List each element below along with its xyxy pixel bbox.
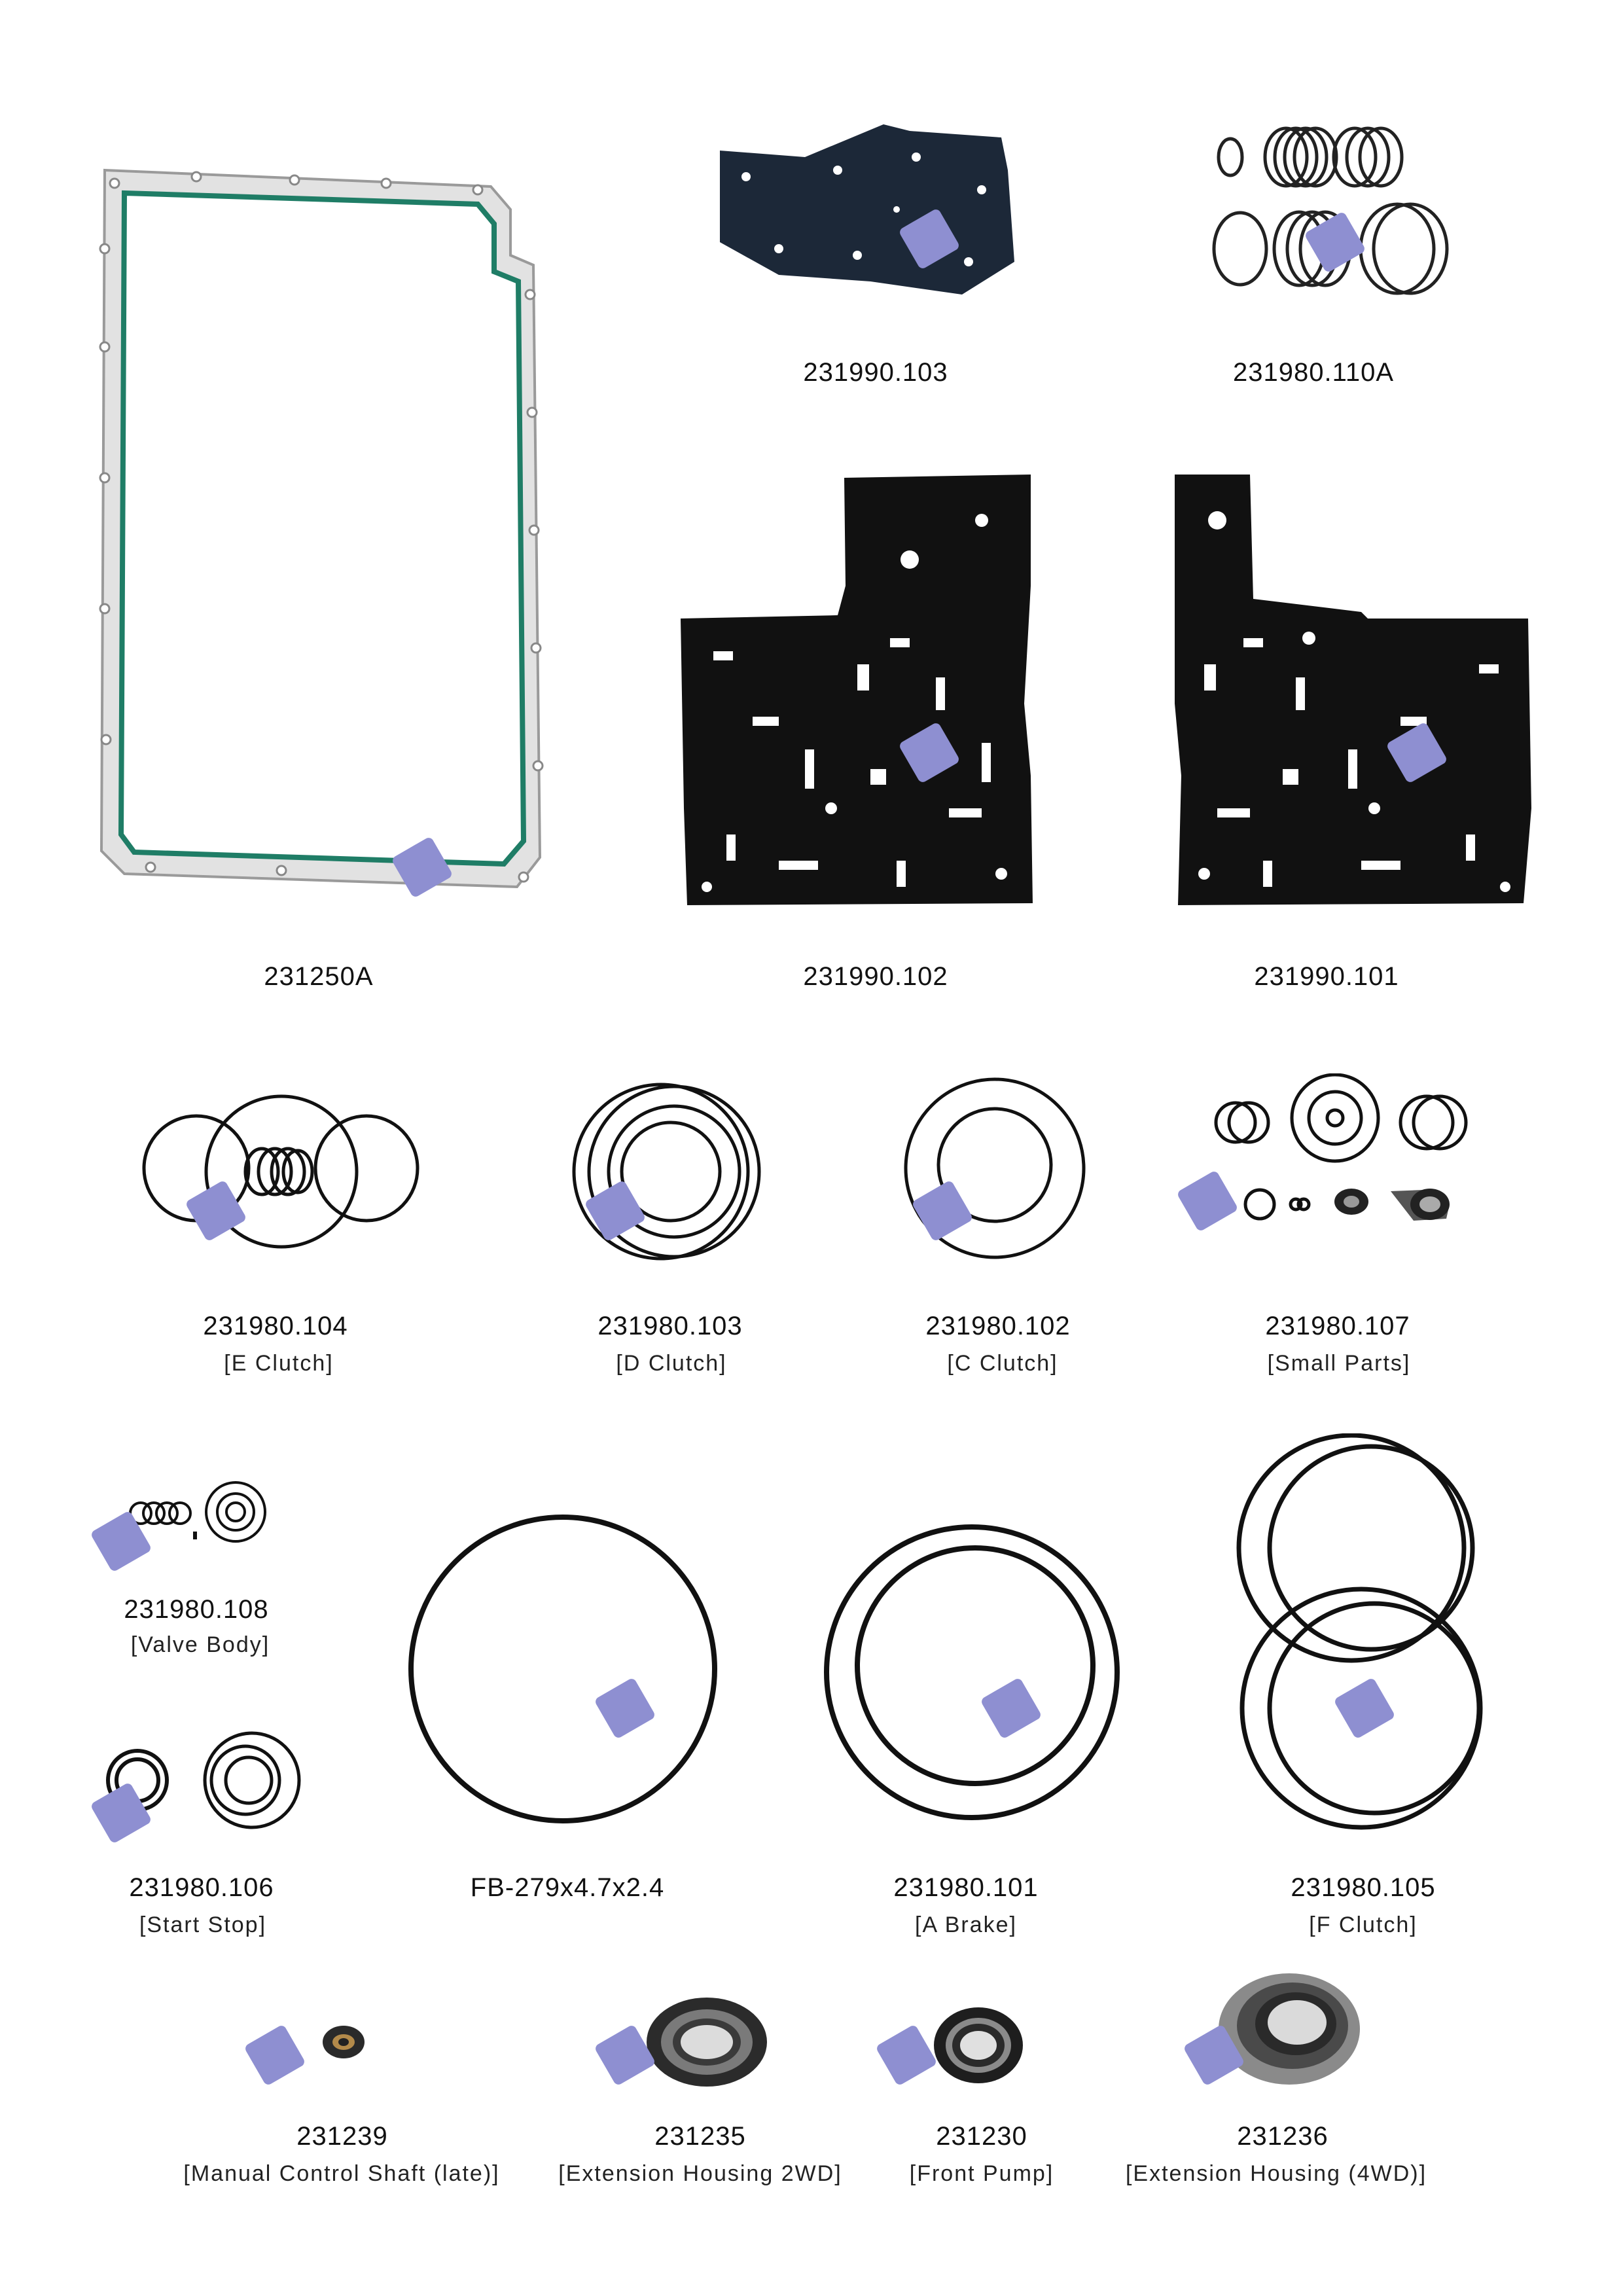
stk-logo-icon [187,1181,245,1240]
part-code-231980-107: 231980.107 [1265,1312,1410,1340]
stk-logo-icon [1185,2026,1243,2085]
part-desc-d-clutch: [D Clutch] [616,1351,727,1376]
part-code-231980-102: 231980.102 [925,1312,1071,1340]
front-pump-seal-image [934,2007,1023,2083]
a-brake-rings-image [824,1524,1120,1820]
part-desc-extension-housing-2wd: [Extension Housing 2WD] [558,2161,842,2186]
part-code-231980-108: 231980.108 [124,1595,269,1624]
part-code-231235: 231235 [654,2122,746,2151]
small-parts-set-image [1214,1073,1468,1221]
valve-body-rings-image [129,1481,266,1543]
part-desc-front-pump: [Front Pump] [909,2161,1054,2186]
part-code-231230: 231230 [936,2122,1027,2151]
part-code-231990-102: 231990.102 [803,962,948,991]
part-code-231980-105: 231980.105 [1291,1873,1436,1902]
stk-logo-icon [1306,213,1364,272]
part-code-231980-106: 231980.106 [129,1873,274,1902]
stk-logo-icon [982,1679,1041,1738]
part-code-231990-103: 231990.103 [803,358,948,387]
valve-body-gasket-right-image [1175,475,1531,905]
stk-logo-icon [1178,1172,1237,1230]
stk-logo-icon [245,2026,304,2085]
start-stop-rings-image [106,1731,301,1829]
cover-gasket-image [720,124,1014,295]
stk-logo-icon [586,1181,645,1240]
d-clutch-rings-image [572,1083,761,1261]
stk-logo-icon [877,2026,936,2085]
stk-logo-icon [900,209,959,268]
part-desc-valve-body: [Valve Body] [130,1632,270,1657]
stk-logo-icon [900,723,959,782]
part-desc-manual-control-shaft: [Manual Control Shaft (late)] [183,2161,500,2186]
e-clutch-rings-image [142,1094,419,1249]
stk-logo-icon [596,1679,654,1738]
stk-logo-icon [393,838,452,897]
part-desc-e-clutch: [E Clutch] [224,1351,334,1376]
part-desc-extension-housing-4wd: [Extension Housing (4WD)] [1125,2161,1427,2186]
extension-housing-4wd-seal-image [1219,1973,1360,2085]
oil-pan-gasket-image [99,168,544,889]
part-desc-start-stop: [Start Stop] [139,1912,267,1937]
valve-body-gasket-left-image [681,475,1033,905]
part-code-231250A: 231250A [264,962,374,991]
part-code-fb-279: FB-279x4.7x2.4 [470,1873,665,1902]
part-code-231980-101: 231980.101 [893,1873,1039,1902]
part-code-231239: 231239 [296,2122,388,2151]
part-desc-a-brake: [A Brake] [915,1912,1017,1937]
manual-shaft-seal-image [323,2026,365,2058]
stk-logo-icon [1335,1679,1394,1738]
f-clutch-rings-image [1236,1433,1483,1830]
part-code-231980-104: 231980.104 [203,1312,348,1340]
part-code-231980-103: 231980.103 [597,1312,743,1340]
part-code-231990-101: 231990.101 [1254,962,1399,991]
part-desc-small-parts: [Small Parts] [1267,1351,1411,1376]
stk-logo-icon [92,1512,151,1571]
extension-housing-2wd-seal-image [647,1998,767,2087]
c-clutch-rings-image [904,1077,1086,1259]
part-code-231980-110A: 231980.110A [1232,358,1395,387]
stk-logo-icon [92,1784,151,1842]
part-desc-c-clutch: [C Clutch] [947,1351,1058,1376]
single-o-ring-image [408,1515,717,1823]
part-desc-f-clutch: [F Clutch] [1309,1912,1418,1937]
stk-logo-icon [913,1181,972,1240]
stk-logo-icon [596,2026,654,2085]
sealing-rings-set-image [1212,126,1449,295]
stk-logo-icon [1387,723,1446,782]
part-code-231236: 231236 [1237,2122,1329,2151]
